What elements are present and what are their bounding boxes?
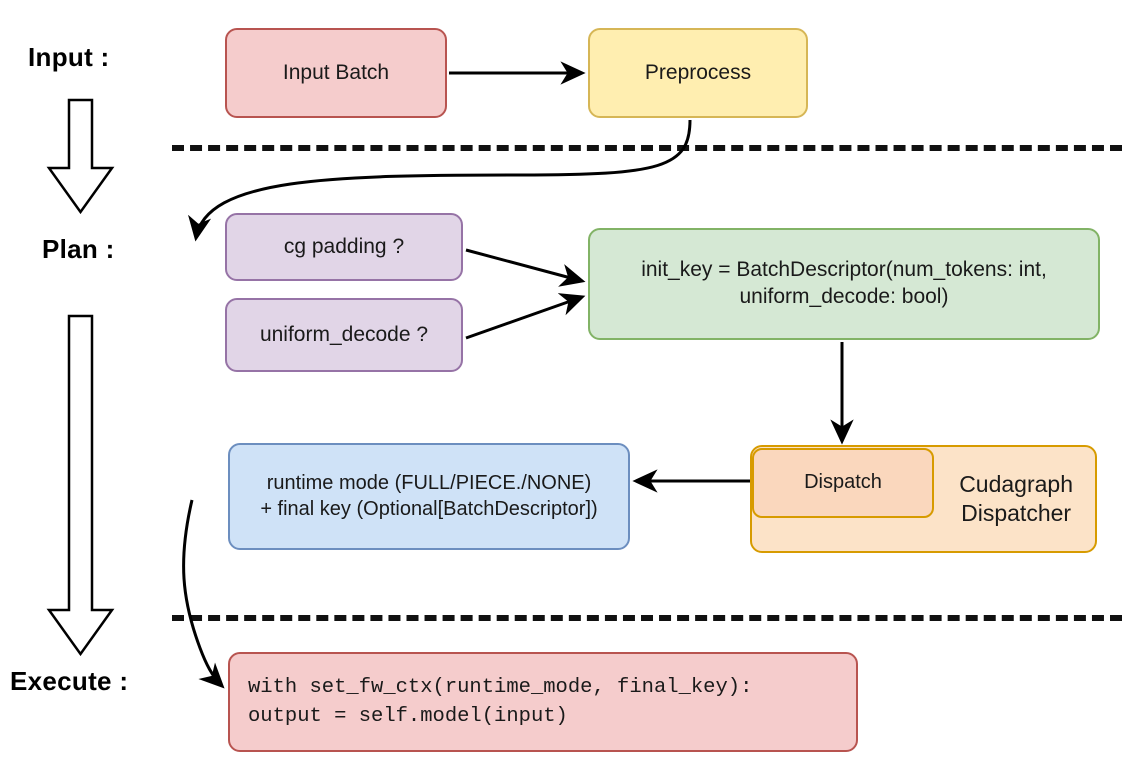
node-dispatch[interactable]: Dispatch [752,448,934,518]
plan-execute-divider [172,615,1122,621]
stage-label-execute: Execute : [10,666,129,696]
stage-label-input: Input : [28,42,110,72]
stage-label-plan: Plan : [42,234,115,264]
node-execute-code[interactable]: with set_fw_ctx(runtime_mode, final_key)… [228,652,858,752]
input-to-plan-flow-arrow [46,98,115,215]
edge-cg-padding-to-init-key [465,248,586,287]
node-cg-padding[interactable]: cg padding ? [225,213,463,281]
edge-uniform-decode-to-init-key [465,293,586,340]
node-uniform-decode[interactable]: uniform_decode ? [225,298,463,372]
node-input-batch[interactable]: Input Batch [225,28,447,118]
node-init-key[interactable]: init_key = BatchDescriptor(num_tokens: i… [588,228,1100,340]
input-plan-divider [172,145,1122,151]
node-preprocess[interactable]: Preprocess [588,28,808,118]
plan-to-execute-flow-arrow [46,314,115,657]
node-runtime-mode[interactable]: runtime mode (FULL/PIECE./NONE) + final … [228,443,630,550]
edge-runtime-mode-to-execute-code [182,499,225,689]
